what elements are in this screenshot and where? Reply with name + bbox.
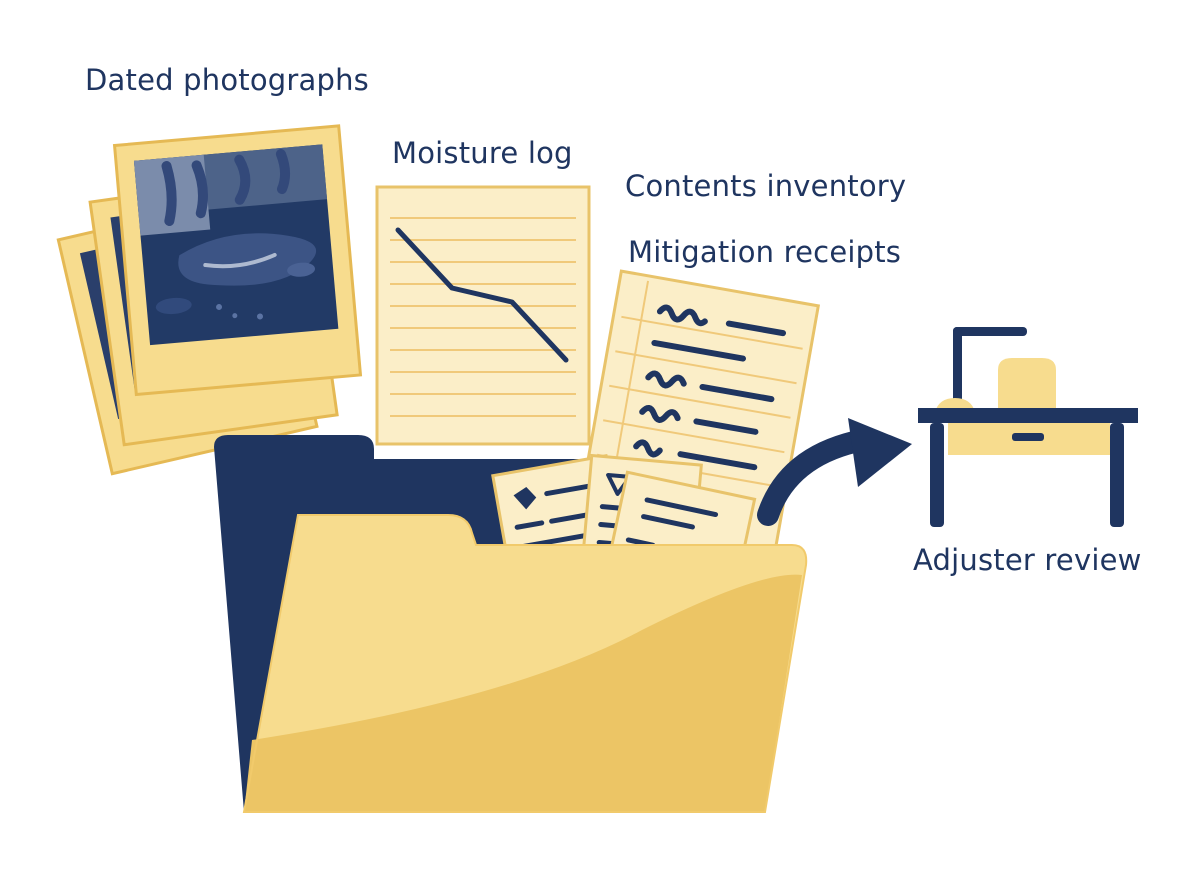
label-dated-photographs: Dated photographs: [85, 63, 369, 97]
desk-top: [918, 408, 1138, 423]
desk-leg-left: [930, 423, 944, 527]
label-mitigation-receipts: Mitigation receipts: [628, 235, 902, 269]
arrow-icon: [757, 418, 912, 526]
desk-chair: [998, 358, 1056, 408]
label-adjuster-review: Adjuster review: [913, 543, 1142, 577]
folder-front: [242, 514, 808, 813]
drawer-handle: [1012, 433, 1044, 441]
lamp-arm: [953, 327, 1027, 336]
moisture-trend-line: [395, 227, 569, 363]
lamp-pole: [953, 327, 962, 412]
label-contents-inventory: Contents inventory: [625, 169, 907, 203]
desk-leg-right: [1110, 423, 1124, 527]
label-moisture-log: Moisture log: [392, 136, 573, 170]
moisture-chart-icon: [375, 185, 591, 446]
desk-icon: [918, 327, 1138, 527]
photo-stack-icon: [56, 124, 363, 476]
photo-front: [112, 124, 363, 397]
